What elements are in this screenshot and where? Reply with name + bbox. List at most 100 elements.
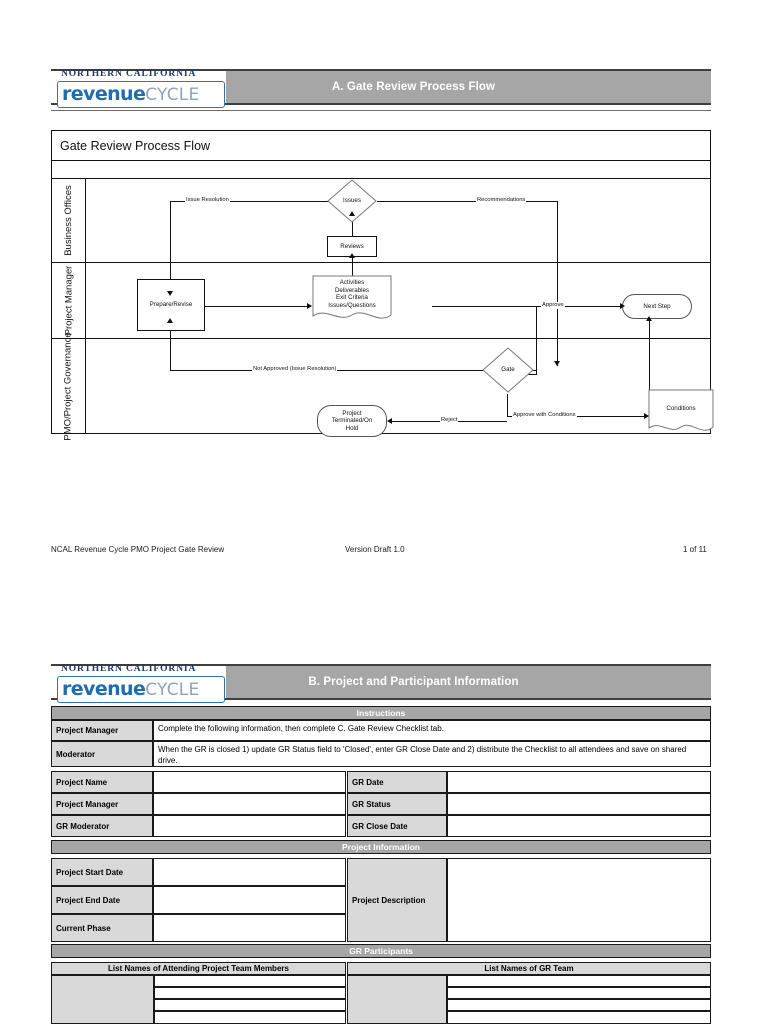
gr-participants-left-row[interactable] <box>154 975 346 987</box>
edge-approve-vertical <box>536 306 537 374</box>
gr-participants-header-project-team: List Names of Attending Project Team Mem… <box>51 962 346 975</box>
document-shape-icon <box>312 275 392 319</box>
field-input-gr-close-date[interactable] <box>447 815 711 837</box>
terminated-line-1: Project <box>342 409 362 417</box>
artifact-line-activities: Activities <box>339 279 365 286</box>
edge-approve-with-conditions-horizontal <box>507 416 648 417</box>
gr-participants-section-bar: GR Participants <box>51 944 711 958</box>
field-input-project-end-date[interactable] <box>153 886 346 914</box>
diagram-title: Gate Review Process Flow <box>52 131 710 161</box>
gr-participants-right-row[interactable] <box>447 987 711 999</box>
swimlane-business-offices: Business Offices <box>52 179 710 263</box>
field-input-project-description[interactable] <box>447 858 711 942</box>
gr-participants-right-row[interactable] <box>447 975 711 987</box>
edge-issue-resolution-horizontal <box>170 201 372 202</box>
edge-recommendations-horizontal <box>377 201 557 202</box>
field-label-current-phase: Current Phase <box>51 914 153 942</box>
field-input-project-manager[interactable] <box>153 793 346 815</box>
swimlane-label-project-manager: Project Manager <box>52 263 86 338</box>
arrow-into-prepare-bottom <box>167 318 173 323</box>
diamond-shape-icon <box>482 347 534 393</box>
artifact-line-issues-questions: Issues/Questions <box>328 301 376 309</box>
node-artifacts-document: Activities Deliverables Exit Criteria Is… <box>312 275 392 325</box>
edge-label-approve: Approve <box>541 302 565 309</box>
swimlane-label-text: Business Offices <box>63 185 75 256</box>
node-gate: Gate <box>482 347 534 393</box>
page2-section-title: B. Project and Participant Information <box>308 676 519 688</box>
document-shape-icon <box>648 389 714 431</box>
node-conditions-document: Conditions <box>648 389 714 437</box>
node-artifacts-lines: Activities Deliverables Exit Criteria Is… <box>312 279 392 309</box>
edge-issue-resolution-vertical <box>170 201 171 296</box>
node-project-terminated: Project Terminated/On Hold <box>317 405 387 437</box>
node-conditions-label: Conditions <box>666 405 696 412</box>
gr-participants-left-row[interactable] <box>154 999 346 1011</box>
gr-participants-right-row[interactable] <box>447 1011 711 1024</box>
gr-participants-left-role-block[interactable] <box>51 975 154 1024</box>
field-input-current-phase[interactable] <box>153 914 346 942</box>
gr-participants-left-row[interactable] <box>154 987 346 999</box>
terminated-line-3: Hold <box>345 424 359 432</box>
gr-participants-left-row[interactable] <box>154 1011 346 1024</box>
swimlane-label-pmo-governance: PMO/Project Governance <box>52 332 86 440</box>
arrow-into-issues-bottom <box>349 211 355 216</box>
edge-label-recommendations: Recommendations <box>476 197 527 204</box>
edge-label-reject: Reject <box>440 417 459 424</box>
node-gate-label: Gate <box>501 366 515 374</box>
instructions-text-project-manager: Complete the following information, then… <box>153 720 711 741</box>
node-prepare-revise: Prepare/Revise <box>137 279 205 331</box>
logo-word-revenue: revenue <box>62 83 146 105</box>
instructions-role-moderator: Moderator <box>51 741 153 767</box>
edge-gate-down <box>507 394 508 416</box>
terminated-line-2: Terminated/On <box>331 417 373 425</box>
field-label-project-name: Project Name <box>51 771 153 793</box>
field-label-gr-moderator: GR Moderator <box>51 815 153 837</box>
field-input-project-start-date[interactable] <box>153 858 346 886</box>
edge-conditions-to-next-step <box>649 319 650 401</box>
arrow-into-next-step-left <box>620 303 625 309</box>
logo-wordmark: revenueCYCLE <box>57 81 225 108</box>
page1-footer-center: Version Draft 1.0 <box>345 545 405 554</box>
node-reviews-label: Reviews <box>340 242 364 250</box>
field-input-gr-moderator[interactable] <box>153 815 346 837</box>
edge-approve-horizontal <box>536 306 624 307</box>
logo-word-cycle: CYCLE <box>145 680 200 700</box>
arrow-into-reviews-bottom <box>349 253 355 258</box>
edge-reviews-to-issues <box>352 214 353 239</box>
gr-participants-right-row[interactable] <box>447 999 711 1011</box>
gr-participants-header-gr-team: List Names of GR Team <box>347 962 711 975</box>
revenue-cycle-logo: NORTHERN CALIFORNIA revenueCYCLE <box>51 664 226 703</box>
diamond-shape-icon <box>327 179 377 223</box>
gr-participants-right-role-block[interactable] <box>347 975 447 1024</box>
logo-tagline: NORTHERN CALIFORNIA <box>61 69 197 79</box>
edge-label-not-approved: Not Approved (Issue Resolution) <box>252 366 338 373</box>
edge-prepare-to-artifacts <box>205 306 311 307</box>
node-issues: Issues <box>327 179 377 223</box>
swimlane-label-text: PMO/Project Governance <box>63 331 74 441</box>
page1-footer-left: NCAL Revenue Cycle PMO Project Gate Revi… <box>51 545 225 554</box>
artifact-line-exit-criteria: Exit Criteria <box>336 294 368 302</box>
edge-not-approved-vertical <box>170 321 171 370</box>
node-next-step-label: Next Step <box>643 302 671 310</box>
artifact-line-deliverables: Deliverables <box>334 286 370 294</box>
field-input-project-name[interactable] <box>153 771 346 793</box>
field-label-project-manager: Project Manager <box>51 793 153 815</box>
instructions-role-project-manager: Project Manager <box>51 720 153 741</box>
edge-label-issue-resolution: Issue Resolution <box>185 197 230 204</box>
logo-wordmark: revenueCYCLE <box>57 676 225 703</box>
swimlane-label-text: Project Manager <box>63 265 75 336</box>
field-input-gr-date[interactable] <box>447 771 711 793</box>
swimlane-label-business-offices: Business Offices <box>52 179 86 262</box>
node-prepare-revise-label: Prepare/Revise <box>149 301 193 309</box>
instructions-text-moderator: When the GR is closed 1) update GR Statu… <box>153 741 711 767</box>
edge-artifacts-to-gate-column <box>432 306 558 307</box>
page1-header-rule <box>51 110 711 111</box>
page1-section-title: A. Gate Review Process Flow <box>331 81 496 93</box>
arrow-into-prepare-top <box>167 291 173 296</box>
field-label-gr-status: GR Status <box>347 793 447 815</box>
field-label-project-start-date: Project Start Date <box>51 858 153 886</box>
arrow-into-artifacts-left <box>307 303 312 309</box>
swimlane-pmo-governance: PMO/Project Governance <box>52 332 710 440</box>
field-input-gr-status[interactable] <box>447 793 711 815</box>
field-label-gr-date: GR Date <box>347 771 447 793</box>
